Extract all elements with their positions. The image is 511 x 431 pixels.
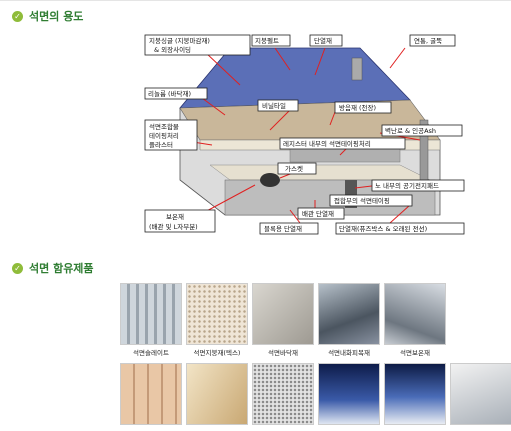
label-roofing-line2: & 외장사이딩 xyxy=(154,45,191,54)
product-caption: 석면바닥재 xyxy=(268,349,298,357)
label-furnace-text: 노 내부의 공기전지패드 xyxy=(375,181,439,190)
boiler-pipe xyxy=(260,173,280,187)
label-linoleum: 리놀륨 (바닥재) xyxy=(144,87,208,100)
label-insulation: 단열재 xyxy=(309,34,343,47)
blocks-image xyxy=(318,363,380,425)
label-plaster: 석면조합물 테이핑처리 플라스터 xyxy=(144,119,198,151)
label-chimney-text: 연통, 굴뚝 xyxy=(414,37,442,45)
label-fuse-box: 단열재(퓨즈박스 & 오래된 전선) xyxy=(335,222,465,235)
section-products-heading: ✓ 석면 함유제품 xyxy=(12,260,94,276)
label-wall-ash-text: 벽난로 & 인공Ash xyxy=(385,126,436,135)
product-row2-4[interactable] xyxy=(318,363,380,425)
thermal-image xyxy=(384,283,446,345)
label-joint-text: 접합부의 석면테이핑 xyxy=(334,196,390,205)
label-pipe-insul: 배관 단열재 xyxy=(297,207,345,220)
product-fireproof-coat[interactable]: 석면내화피복재 xyxy=(318,283,380,357)
pipes-image xyxy=(384,363,446,425)
product-row2-2[interactable] xyxy=(186,363,248,425)
label-register-text: 레지스터 내부의 석면테이핑처리 xyxy=(283,139,371,148)
product-row2-3[interactable] xyxy=(252,363,314,425)
label-plaster-line2: 테이핑처리 xyxy=(149,131,179,140)
floor-image xyxy=(252,283,314,345)
section-usage-title: 석면의 용도 xyxy=(29,10,84,23)
product-slate[interactable]: 석면슬레이트 xyxy=(120,283,182,357)
label-block-insul: 블록용 단열재 xyxy=(259,222,319,235)
product-ceiling-tex[interactable]: 석면지붕재(텍스) xyxy=(186,283,248,357)
label-block-insul-text: 블록용 단열재 xyxy=(264,224,302,233)
slate-image xyxy=(120,283,182,345)
check-circle-icon: ✓ xyxy=(12,262,23,274)
label-boiler-cover-line1: 보온재 xyxy=(166,213,184,221)
label-boiler-cover: 보온재 (배관 및 L자부분) xyxy=(144,209,216,233)
fireproof-coat-image xyxy=(318,283,380,345)
product-caption: 석면내화피복재 xyxy=(328,349,370,357)
label-roofing: 지붕싱글 (지붕마감재) & 외장사이딩 xyxy=(144,34,251,56)
label-chimney: 연통, 굴뚝 xyxy=(409,34,456,47)
product-row-1: 석면슬레이트 석면지붕재(텍스) 석면바닥재 석면내화피복재 석면보온재 xyxy=(120,283,511,357)
product-row2-1[interactable] xyxy=(120,363,182,425)
ceiling-tex-image xyxy=(186,283,248,345)
label-gasket-text: 가스켓 xyxy=(285,164,303,173)
label-plaster-line3: 플라스터 xyxy=(149,140,173,149)
label-furnace: 노 내부의 공기전지패드 xyxy=(371,179,465,192)
label-fireproof-text: 방음재 (천장) xyxy=(339,103,376,112)
section-usage-heading: ✓ 석면의 용도 xyxy=(12,8,83,24)
label-joint: 접합부의 석면테이핑 xyxy=(329,194,413,207)
label-roof-felt-text: 지붕펠트 xyxy=(255,36,279,45)
label-register: 레지스터 내부의 석면테이핑처리 xyxy=(279,137,406,150)
label-vinyl-tile-text: 비닐타일 xyxy=(262,101,286,110)
label-vinyl-tile: 비닐타일 xyxy=(257,99,299,112)
vent-pipe xyxy=(351,57,363,81)
check-circle-icon: ✓ xyxy=(12,10,23,22)
label-insulation-text: 단열재 xyxy=(314,36,332,45)
product-thermal[interactable]: 석면보온재 xyxy=(384,283,446,357)
product-row-2 xyxy=(120,363,511,425)
section-products-title: 석면 함유제품 xyxy=(29,262,94,275)
product-caption: 석면지붕재(텍스) xyxy=(193,349,241,357)
product-row2-5[interactable] xyxy=(384,363,446,425)
asbestos-usage-diagram: 지붕싱글 (지붕마감재) & 외장사이딩 지붕펠트 단열재 연통, 굴뚝 리놀륨… xyxy=(144,34,465,235)
label-roof-felt: 지붕펠트 xyxy=(251,34,291,47)
product-gallery: 석면슬레이트 석면지붕재(텍스) 석면바닥재 석면내화피복재 석면보온재 xyxy=(120,283,511,431)
label-roofing-line1: 지붕싱글 (지붕마감재) xyxy=(149,36,210,45)
label-pipe-insul-text: 배관 단열재 xyxy=(302,209,334,218)
product-row2-6[interactable] xyxy=(450,363,511,425)
label-fuse-box-text: 단열재(퓨즈박스 & 오래된 전선) xyxy=(339,224,427,233)
product-caption: 석면보온재 xyxy=(400,349,430,357)
segments-image xyxy=(450,363,511,425)
lower-floor xyxy=(209,164,431,181)
label-boiler-cover-line2: (배관 및 L자부분) xyxy=(149,222,198,231)
perforated-image xyxy=(252,363,314,425)
label-plaster-line1: 석면조합물 xyxy=(149,122,179,131)
label-gasket: 가스켓 xyxy=(277,162,317,175)
product-caption: 석면슬레이트 xyxy=(133,349,169,357)
board-image xyxy=(186,363,248,425)
panel-image xyxy=(120,363,182,425)
top-divider xyxy=(0,0,511,1)
product-floor[interactable]: 석면바닥재 xyxy=(252,283,314,357)
house-roof xyxy=(179,47,411,109)
label-fireproof: 방음재 (천장) xyxy=(334,101,392,114)
label-wall-ash: 벽난로 & 인공Ash xyxy=(381,124,463,137)
label-linoleum-text: 리놀륨 (바닥재) xyxy=(148,89,191,98)
